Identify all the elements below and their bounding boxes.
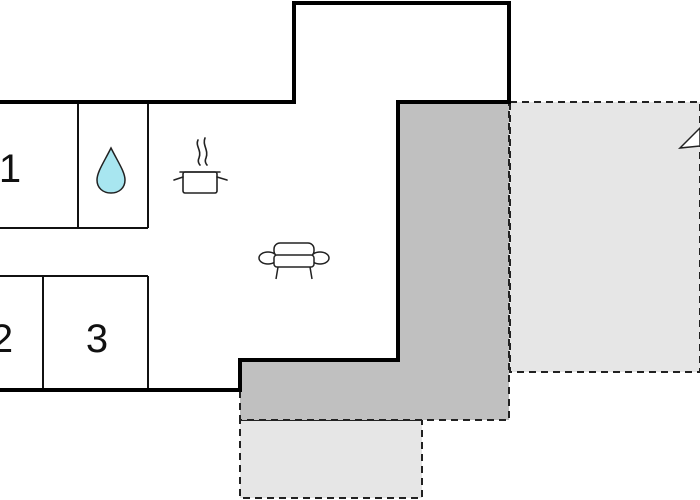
open-terrace-south [239, 419, 423, 499]
cooking-pot-icon [173, 137, 228, 194]
room-label-2: 2 [0, 317, 13, 361]
compass-arrow-icon [677, 126, 700, 149]
water-drop-icon [96, 146, 126, 194]
room-label-3: 3 [86, 317, 108, 361]
open-terrace-east [509, 101, 700, 373]
room-label-1: 1 [0, 147, 21, 191]
sofa-icon [258, 242, 330, 280]
interior-walls [0, 102, 149, 390]
exterior-walls [0, 1, 511, 392]
